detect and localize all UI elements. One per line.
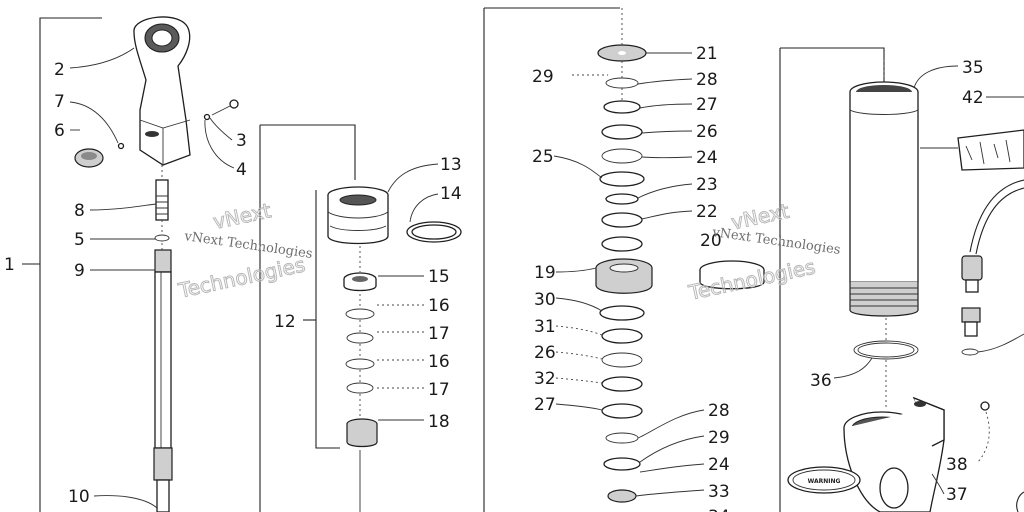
small-oring	[154, 234, 170, 242]
label-31: 31	[534, 317, 556, 337]
hose-fitting	[961, 307, 1024, 356]
piston-stack	[595, 8, 653, 503]
wear-ring	[699, 260, 765, 290]
label-28a: 28	[696, 70, 718, 90]
label-14: 14	[440, 184, 462, 204]
label-17b: 17	[428, 380, 450, 400]
label-26a: 26	[696, 122, 718, 142]
label-23: 23	[696, 175, 718, 195]
small-ball	[980, 401, 990, 411]
watermark-left-top: vNext	[211, 198, 273, 234]
label-38: 38	[946, 455, 968, 475]
watermark-right-bottom: Technologies	[686, 254, 818, 304]
cylinder-tube	[849, 81, 919, 317]
leaders-col1	[69, 47, 235, 509]
label-13: 13	[440, 155, 462, 175]
label-22: 22	[696, 202, 718, 222]
label-33: 33	[708, 482, 730, 502]
seal-16b	[345, 358, 375, 370]
label-27b: 27	[534, 395, 556, 415]
label-7: 7	[54, 92, 65, 112]
leaders-col3	[553, 52, 705, 497]
stud-bolt	[155, 179, 169, 221]
label-10: 10	[68, 487, 90, 507]
head-end-cap	[843, 396, 945, 512]
label-24a: 24	[696, 148, 718, 168]
label-30: 30	[534, 290, 556, 310]
rod-end-eye	[133, 16, 191, 166]
piston-rod	[153, 249, 173, 512]
seal-16a	[345, 308, 375, 320]
gland-body	[327, 186, 389, 245]
label-36: 36	[810, 371, 832, 391]
watermark-right-brand: vNext Technologies	[710, 225, 841, 258]
label-6: 6	[54, 121, 65, 141]
label-21: 21	[696, 44, 718, 64]
label-25: 25	[532, 147, 554, 167]
hydraulic-hose	[961, 179, 1024, 293]
warning-text: WARNING	[808, 478, 841, 485]
leaders-col2	[374, 163, 439, 421]
label-24b: 24	[708, 455, 730, 475]
label-34: 34	[708, 507, 730, 512]
label-9: 9	[74, 261, 85, 281]
label-4: 4	[236, 160, 247, 180]
label-35: 35	[962, 58, 984, 78]
label-17a: 17	[428, 324, 450, 344]
grease-fitting	[203, 99, 239, 121]
label-8: 8	[74, 201, 85, 221]
label-1: 1	[4, 255, 15, 275]
watermark-left-bottom: Technologies	[176, 252, 308, 302]
label-42: 42	[962, 88, 984, 108]
tube-oring	[853, 340, 919, 360]
label-26b: 26	[534, 343, 556, 363]
label-32: 32	[534, 369, 556, 389]
watermark-left-brand: vNext Technologies	[182, 229, 313, 262]
label-3: 3	[236, 131, 247, 151]
label-5: 5	[74, 230, 85, 250]
label-16b: 16	[428, 352, 450, 372]
bushing	[346, 418, 378, 448]
label-27a: 27	[696, 95, 718, 115]
label-18: 18	[428, 412, 450, 432]
wiper-seal	[343, 272, 377, 292]
seal-17b	[346, 382, 374, 394]
ball-nut	[74, 142, 125, 168]
label-28b: 28	[708, 401, 730, 421]
label-15: 15	[428, 267, 450, 287]
name-plate	[957, 129, 1024, 171]
seal-17a	[346, 332, 374, 344]
part-labels: 1 2 7 6 3 4 8 5 9 10 13 14 12 15 16 17 1…	[4, 44, 984, 512]
label-12: 12	[274, 312, 296, 332]
label-16a: 16	[428, 296, 450, 316]
label-2: 2	[54, 60, 65, 80]
label-20: 20	[700, 231, 722, 251]
leaders-col4	[833, 65, 1024, 495]
label-29a: 29	[532, 67, 554, 87]
group-brackets	[22, 7, 885, 512]
label-37: 37	[946, 485, 968, 505]
label-29b: 29	[708, 428, 730, 448]
label-19: 19	[534, 263, 556, 283]
warning-decal: WARNING	[787, 466, 861, 494]
